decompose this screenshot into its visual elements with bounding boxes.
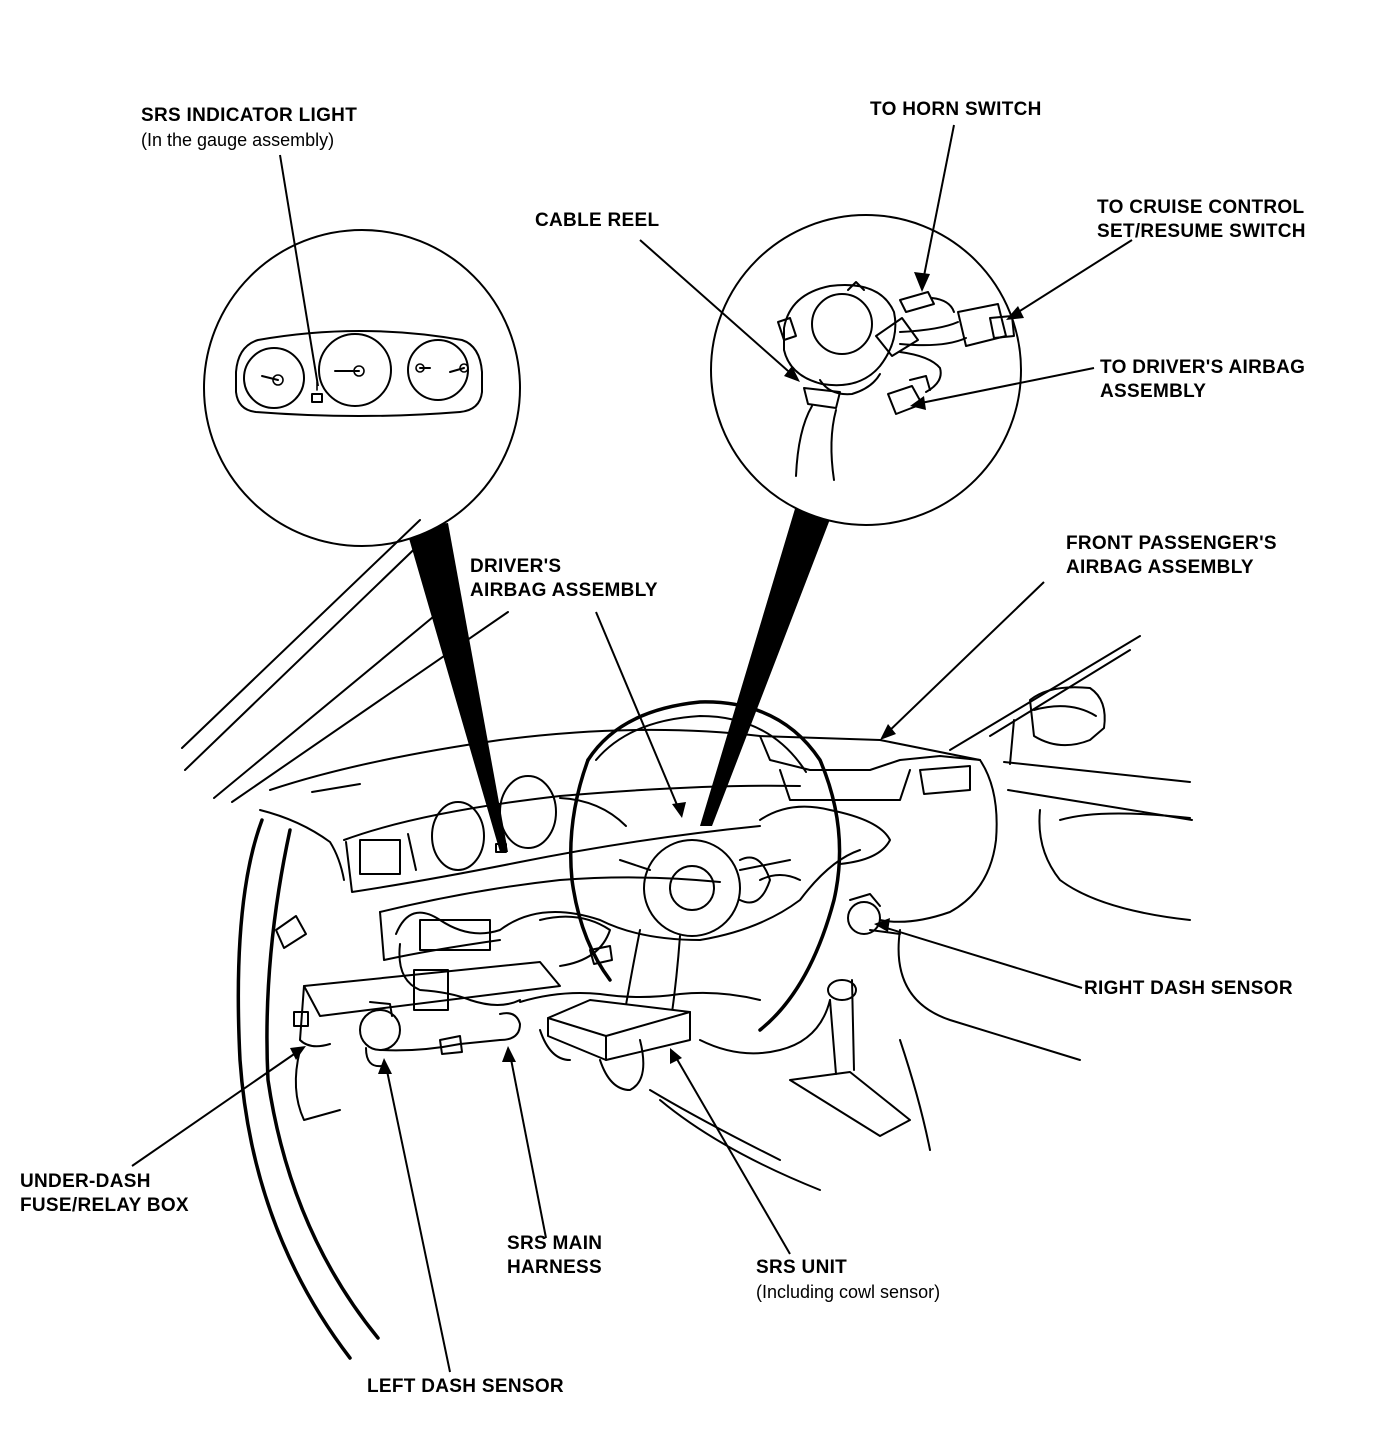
drivers-airbag-assembly-label: DRIVER'S AIRBAG ASSEMBLY xyxy=(470,555,658,603)
cable-reel-callout-cone xyxy=(700,492,832,826)
srs-indicator-lamp xyxy=(311,393,323,403)
gauge-callout-cone xyxy=(406,523,508,852)
to-cruise-control-label: TO CRUISE CONTROL SET/RESUME SWITCH xyxy=(1097,196,1306,244)
right-dash-sensor-title: RIGHT DASH SENSOR xyxy=(1084,978,1293,999)
to-horn-switch-label: TO HORN SWITCH xyxy=(870,98,1042,122)
to-cruise-control-line1: TO CRUISE CONTROL xyxy=(1097,197,1305,218)
cable-reel-title: CABLE REEL xyxy=(535,210,660,231)
car-interior-drawing xyxy=(181,519,1193,1360)
cable-reel-label: CABLE REEL xyxy=(535,209,659,233)
srs-main-harness-line1: SRS MAIN xyxy=(507,1233,603,1254)
front-passengers-airbag-line1: FRONT PASSENGER'S xyxy=(1066,533,1277,554)
to-horn-switch-title: TO HORN SWITCH xyxy=(870,99,1042,120)
under-dash-fuse-box-label: UNDER-DASH FUSE/RELAY BOX xyxy=(20,1170,189,1218)
to-cruise-control-line2: SET/RESUME SWITCH xyxy=(1097,221,1306,242)
srs-unit-title: SRS UNIT xyxy=(756,1257,848,1278)
srs-indicator-light-title: SRS INDICATOR LIGHT xyxy=(141,105,358,126)
srs-main-harness-line2: HARNESS xyxy=(507,1257,603,1278)
to-drivers-airbag-line1: TO DRIVER'S AIRBAG xyxy=(1100,357,1306,378)
cable-reel-detail-circle xyxy=(710,214,1022,526)
gauge-cluster-detail xyxy=(235,330,483,417)
gauge-detail-circle xyxy=(203,229,521,547)
front-passengers-airbag-line2: AIRBAG ASSEMBLY xyxy=(1066,557,1254,578)
left-dash-sensor-title: LEFT DASH SENSOR xyxy=(367,1376,564,1397)
left-dash-sensor-label: LEFT DASH SENSOR xyxy=(367,1375,564,1399)
under-dash-fuse-box-line1: UNDER-DASH xyxy=(20,1171,151,1192)
drivers-airbag-assembly-line1: DRIVER'S xyxy=(470,556,562,577)
to-drivers-airbag-label: TO DRIVER'S AIRBAG ASSEMBLY xyxy=(1100,356,1305,404)
srs-unit-label: SRS UNIT (Including cowl sensor) xyxy=(756,1256,940,1304)
drivers-airbag-assembly-line2: AIRBAG ASSEMBLY xyxy=(470,580,658,601)
srs-unit-note: (Including cowl sensor) xyxy=(756,1282,941,1302)
to-drivers-airbag-line2: ASSEMBLY xyxy=(1100,381,1207,402)
srs-indicator-light-note: (In the gauge assembly) xyxy=(141,130,335,150)
under-dash-fuse-box-line2: FUSE/RELAY BOX xyxy=(20,1195,189,1216)
leader-lines xyxy=(131,124,1133,1373)
right-dash-sensor-label: RIGHT DASH SENSOR xyxy=(1084,977,1293,1001)
srs-main-harness-label: SRS MAIN HARNESS xyxy=(507,1232,602,1280)
srs-indicator-light-label: SRS INDICATOR LIGHT (In the gauge assemb… xyxy=(141,104,357,152)
front-passengers-airbag-label: FRONT PASSENGER'S AIRBAG ASSEMBLY xyxy=(1066,532,1277,580)
cable-reel-detail xyxy=(777,281,1015,481)
